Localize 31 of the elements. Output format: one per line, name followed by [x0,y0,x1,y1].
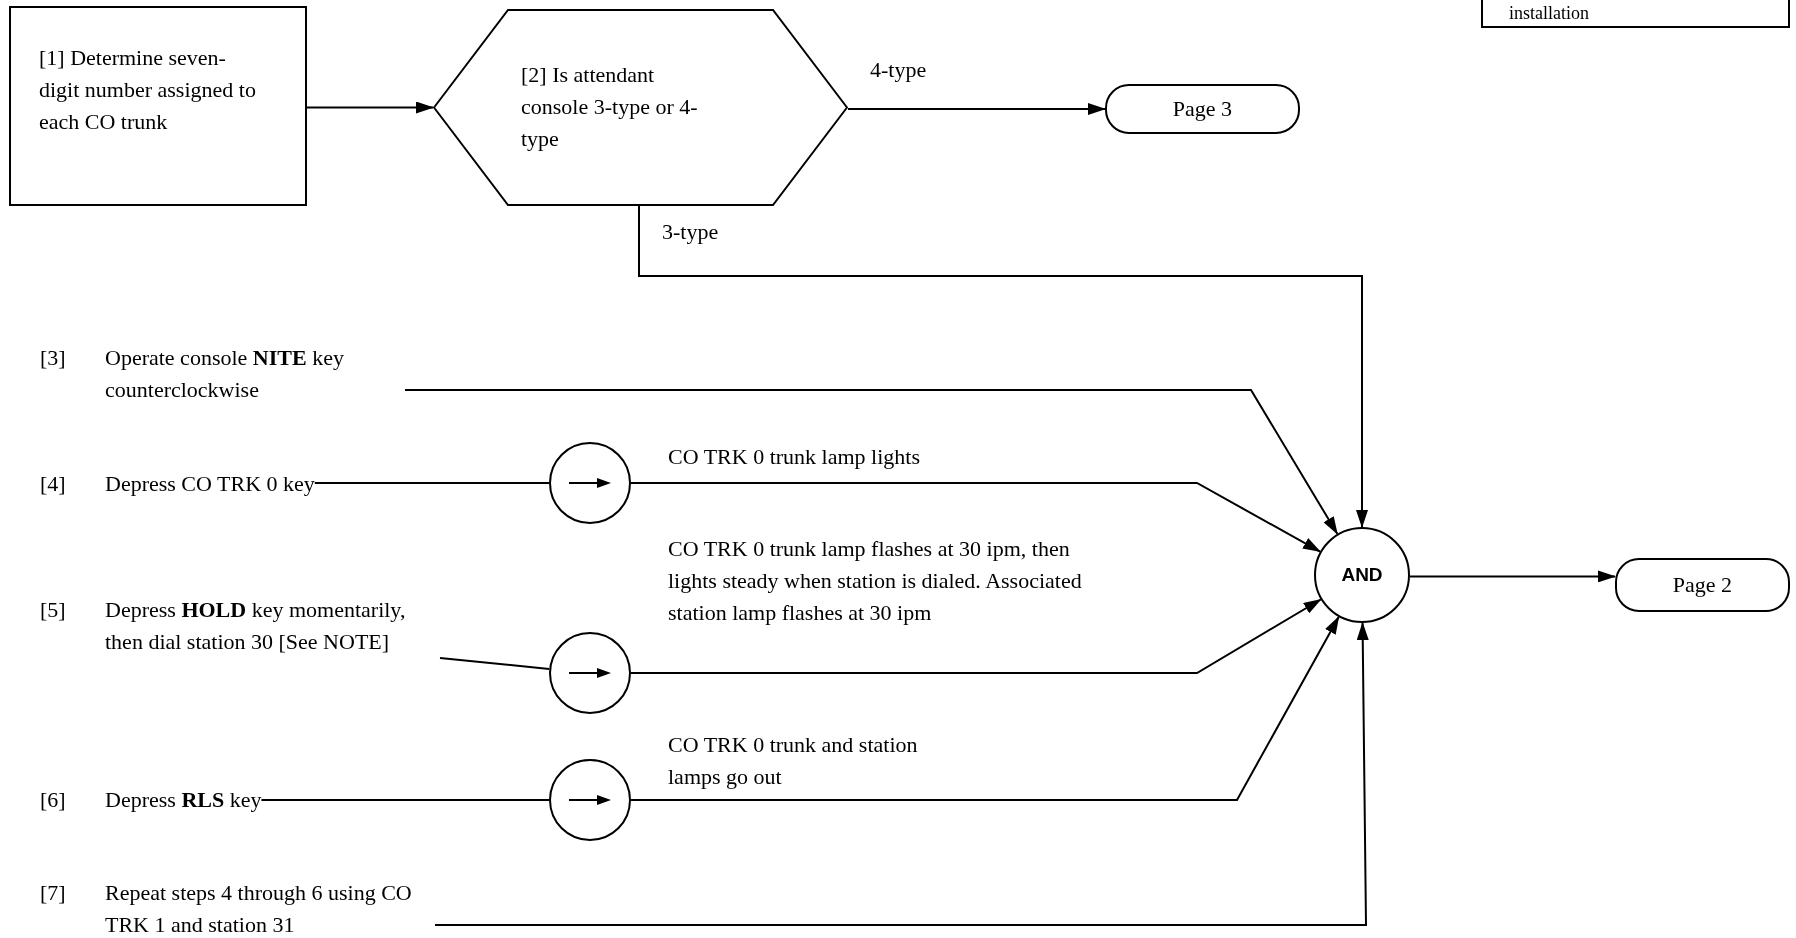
connector-arrow [1409,570,1616,583]
edge-label: 4-type [870,56,927,84]
process-box [9,6,307,206]
connector-arrow [630,615,1340,801]
step-number: [3] [40,344,67,372]
decision-text: [2] Is attendant console 3-type or 4-type [521,61,699,153]
connector-arrow [630,482,1322,553]
connector-arrow [847,103,1106,115]
process-box [1481,0,1790,28]
connector-arrow [630,598,1322,674]
process-text: [1] Determine seven-digit number assigned to each CO trunk [39,44,257,136]
step-number: [4] [40,470,67,498]
process-text: installation [1509,2,1589,24]
page-connector: Page 2 [1615,558,1790,612]
step-number: [7] [40,879,67,907]
step-text: Depress RLS key [105,786,262,814]
edge-label: 3-type [662,218,719,246]
step-text: Depress CO TRK 0 key [105,470,315,498]
connector-arrow [638,205,1368,528]
step-text: Repeat steps 4 through 6 using CO TRK 1 and station 31 [105,879,413,938]
page-connector: Page 3 [1105,84,1300,134]
edge-label: CO TRK 0 trunk lamp lights [668,443,920,471]
edge-label: CO TRK 0 trunk lamp flashes at 30 ipm, then lights steady when station is dialed. Associated station lamp flashes at 30 ipm [668,535,1083,627]
step-number: [5] [40,596,67,624]
step-text: Depress HOLD key momentarily, then dial station 30 [See NOTE] [105,596,407,656]
connector-arrow [434,622,1369,926]
step-text: Operate console NITE key counterclockwise [105,344,345,404]
edge-label: CO TRK 0 trunk and station lamps go out [668,731,919,791]
connector-arrow [404,389,1339,535]
connector-arrow [306,101,434,114]
step-number: [6] [40,786,67,814]
